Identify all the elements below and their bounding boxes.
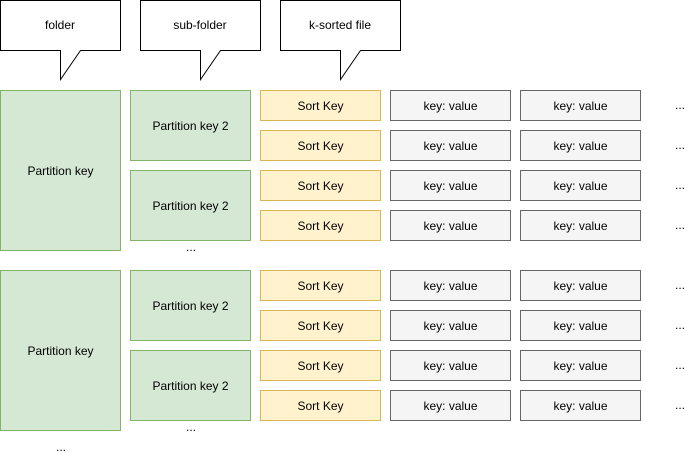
row-ellipsis: ... — [675, 358, 686, 372]
sort-key-box: Sort Key — [260, 310, 381, 341]
folder-callout-label: folder — [44, 18, 76, 32]
partition-key-2-box: Partition key 2 — [130, 350, 251, 421]
subfolder-ellipsis: ... — [186, 420, 197, 434]
partition-key-2-box: Partition key 2 — [130, 170, 251, 241]
key-value-box: key: value — [520, 210, 641, 241]
sort-key-box: Sort Key — [260, 390, 381, 421]
row-ellipsis: ... — [675, 218, 686, 232]
row-ellipsis: ... — [675, 278, 686, 292]
key-value-box: key: value — [520, 130, 641, 161]
key-value-box: key: value — [520, 90, 641, 121]
subfolder-callout-label: sub-folder — [173, 18, 227, 32]
folder-callout-shape — [0, 0, 121, 82]
sort-key-box: Sort Key — [260, 350, 381, 381]
key-value-box: key: value — [390, 210, 511, 241]
partition-key-2-box: Partition key 2 — [130, 90, 251, 161]
partition-key-box: Partition key — [0, 270, 121, 431]
key-value-box: key: value — [390, 90, 511, 121]
subfolder-callout-shape — [140, 0, 261, 82]
file-callout-shape — [280, 0, 401, 82]
row-ellipsis: ... — [675, 98, 686, 112]
row-ellipsis: ... — [675, 398, 686, 412]
key-value-box: key: value — [520, 270, 641, 301]
key-value-box: key: value — [390, 390, 511, 421]
key-value-box: key: value — [390, 130, 511, 161]
partition-key-2-box: Partition key 2 — [130, 270, 251, 341]
file-callout-label: k-sorted file — [308, 18, 372, 32]
sort-key-box: Sort Key — [260, 130, 381, 161]
folder-ellipsis: ... — [56, 440, 67, 454]
key-value-box: key: value — [520, 350, 641, 381]
sort-key-box: Sort Key — [260, 90, 381, 121]
sort-key-box: Sort Key — [260, 170, 381, 201]
row-ellipsis: ... — [675, 178, 686, 192]
key-value-box: key: value — [520, 170, 641, 201]
key-value-box: key: value — [390, 270, 511, 301]
row-ellipsis: ... — [675, 318, 686, 332]
key-value-box: key: value — [520, 310, 641, 341]
key-value-box: key: value — [390, 310, 511, 341]
subfolder-ellipsis: ... — [186, 240, 197, 254]
sort-key-box: Sort Key — [260, 270, 381, 301]
callouts-layer — [0, 0, 401, 82]
row-ellipsis: ... — [675, 138, 686, 152]
key-value-box: key: value — [520, 390, 641, 421]
key-value-box: key: value — [390, 170, 511, 201]
sort-key-box: Sort Key — [260, 210, 381, 241]
key-value-box: key: value — [390, 350, 511, 381]
partition-key-box: Partition key — [0, 90, 121, 251]
